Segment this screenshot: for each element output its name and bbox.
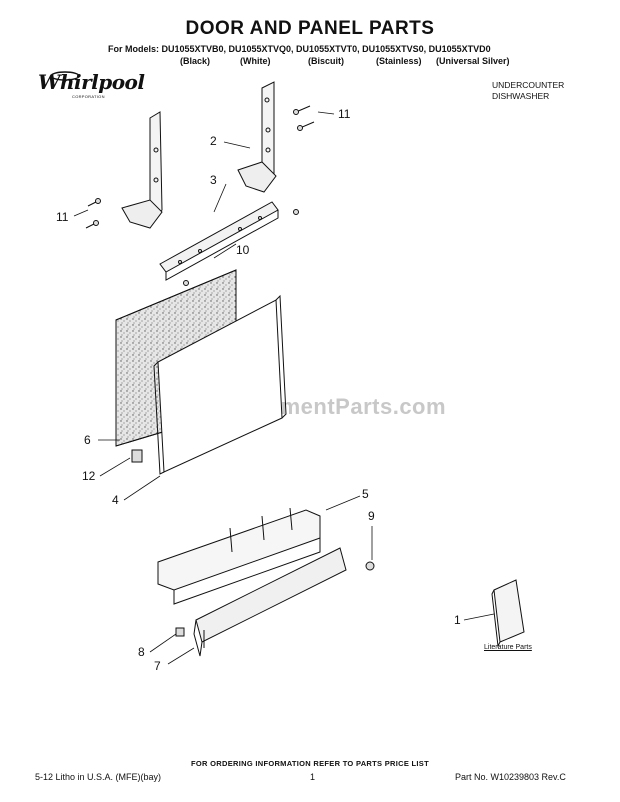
callout-9: 9 <box>368 509 375 523</box>
models-line: For Models: DU1055XTVB0, DU1055XTVQ0, DU… <box>108 44 491 54</box>
product-type: UNDERCOUNTER DISHWASHER <box>492 80 564 102</box>
part-number: Part No. W10239803 Rev.C <box>455 772 566 782</box>
whirlpool-logo-icon <box>50 71 80 81</box>
screws-top <box>293 105 315 131</box>
product-line-2: DISHWASHER <box>492 91 550 101</box>
screws-left <box>85 198 101 229</box>
callout-3: 3 <box>210 173 217 187</box>
callout-10: 10 <box>236 243 250 257</box>
hinge-bracket-left <box>121 111 163 229</box>
page-title: DOOR AND PANEL PARTS <box>185 18 435 39</box>
literature-label: Literature Parts <box>484 644 532 651</box>
product-line-1: UNDERCOUNTER <box>492 80 565 90</box>
callout-8: 8 <box>138 645 145 659</box>
toe-clip <box>175 627 185 637</box>
callout-1: 1 <box>454 613 461 627</box>
callout-11-top: 11 <box>338 107 351 121</box>
screw-9 <box>365 561 375 571</box>
callout-6: 6 <box>84 433 91 447</box>
toe-panel-bracket <box>157 507 321 605</box>
callout-2: 2 <box>210 134 217 148</box>
callout-5: 5 <box>362 487 369 501</box>
color-black: (Black) <box>180 56 211 66</box>
color-universal-silver: (Universal Silver) <box>436 56 510 66</box>
door-rail <box>159 201 299 286</box>
callout-11-left: 11 <box>56 210 69 224</box>
callout-7: 7 <box>154 659 161 673</box>
clip-part <box>131 449 143 463</box>
door-panel <box>153 294 287 475</box>
ordering-note: FOR ORDERING INFORMATION REFER TO PARTS … <box>191 759 429 768</box>
color-white: (White) <box>240 56 271 66</box>
footer-litho: 5-12 Litho in U.S.A. (MFE)(bay) <box>35 772 162 782</box>
color-stainless: (Stainless) <box>376 56 422 66</box>
color-list: (Black) (White) (Biscuit) (Stainless) (Unive… <box>180 56 510 66</box>
hinge-bracket-right <box>237 81 277 193</box>
logo-text: Whirlpool <box>38 70 145 94</box>
color-biscuit: (Biscuit) <box>308 56 344 66</box>
page-number: 1 <box>310 772 316 782</box>
callout-12: 12 <box>82 469 96 483</box>
callout-4: 4 <box>112 493 119 507</box>
literature-parts <box>491 579 525 648</box>
toe-panel <box>193 547 347 657</box>
logo-subtext: CORPORATION <box>72 94 105 99</box>
